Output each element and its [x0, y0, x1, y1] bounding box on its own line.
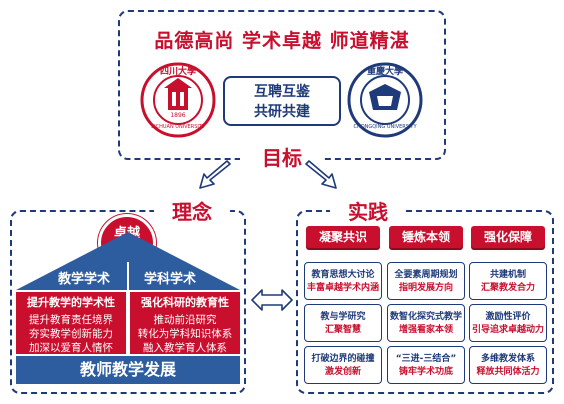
right-panel: 强化科研的教育性 推动前沿研究 转化为学科知识体系 融入教学育人体系: [130, 292, 240, 354]
motto: 品德高尚 学术卓越 师道精湛: [154, 30, 410, 52]
right-panel-line: 推动前沿研究: [153, 314, 217, 326]
right-panel-line: 融入教学育人体系: [143, 342, 227, 354]
left-seal-en: SICHUAN UNIVERSITY: [151, 124, 205, 130]
exchange-line2: 共研共建: [254, 104, 310, 120]
base-bar: 教师教学发展: [16, 356, 240, 384]
down-right-arrow-icon: [300, 160, 340, 192]
practice-card: 共建机制 汇聚教发合力: [469, 262, 547, 300]
left-band: 教学学术: [57, 272, 110, 287]
right-seal-en: CHONGQING UNIVERSITY: [353, 124, 417, 130]
column-header: 强化保障: [471, 226, 545, 248]
practice-card: 激励性评价 引导追求卓越动力: [469, 304, 547, 342]
chongqing-university-seal: 重慶大學 CHONGQING UNIVERSITY: [347, 62, 423, 138]
practice-card: 多维教发体系 释放共同体活力: [469, 346, 547, 384]
left-panel-line: 提升教育责任境界: [29, 314, 113, 326]
theory-title: 理念: [154, 196, 230, 225]
left-seal-cn: 四川大學: [159, 67, 196, 77]
right-band: 学科学术: [143, 272, 196, 287]
exchange-line1: 互聘互鉴: [254, 84, 310, 100]
left-panel: 提升教学的学术性 提升教育责任境界 夯实教学创新能力 加深以爱育人情怀: [16, 292, 126, 354]
left-seal-year: 1896: [170, 112, 186, 119]
roof-shape: [16, 232, 240, 292]
right-seal-cn: 重慶大學: [366, 67, 403, 77]
down-left-arrow-icon: [196, 160, 236, 192]
practice-card: 教与学研究 汇聚智慧: [304, 304, 382, 342]
right-panel-heading: 强化科研的教育性: [141, 296, 229, 309]
practice-card: 全要素周期规划 指明发展方向: [387, 262, 465, 300]
column-header: 凝聚共识: [306, 226, 380, 248]
left-panel-line: 加深以爱育人情怀: [29, 342, 113, 354]
practice-card: 数智化探究式教学 增强看家本领: [387, 304, 465, 342]
exchange-box: 互聘互鉴 共研共建: [223, 76, 341, 126]
practice-card: 教育思想大讨论 丰富卓越学术内涵: [304, 262, 382, 300]
left-panel-heading: 提升教学的学术性: [27, 296, 115, 309]
left-panel-line: 夯实教学创新能力: [29, 328, 113, 340]
right-panel-line: 转化为学科知识体系: [137, 328, 233, 340]
practice-box: [296, 210, 554, 394]
practice-card: 打破边界的碰撞 激发创新: [304, 346, 382, 384]
practice-title: 实践: [330, 196, 406, 225]
double-arrow-icon: [250, 288, 294, 312]
practice-card: “三进-三结合” 铸牢学术功底: [387, 346, 465, 384]
theory-box: [10, 210, 246, 394]
column-header: 锤炼本领: [389, 226, 463, 248]
sichuan-university-seal: 四川大學 1896 SICHUAN UNIVERSITY: [140, 62, 216, 138]
